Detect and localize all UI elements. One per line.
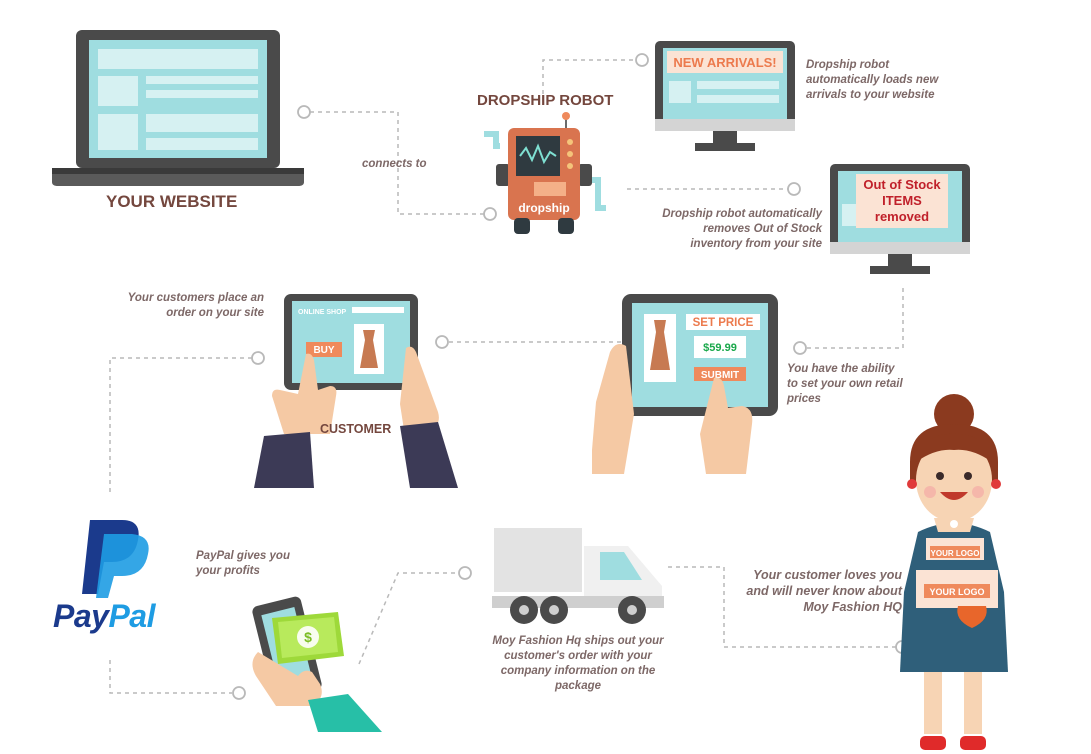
node-paypal: [232, 686, 246, 700]
website-title: YOUR WEBSITE: [106, 192, 238, 211]
robot-brand: dropship: [518, 201, 569, 215]
oos-line-3: removed: [875, 209, 929, 224]
node-robot: [483, 207, 497, 221]
node-customer: [251, 351, 265, 365]
svg-text:$: $: [304, 629, 312, 645]
customer-caption: Your customers place an order on your si…: [127, 292, 264, 319]
logo-box-top: YOUR LOGO: [931, 549, 980, 558]
pricing-tablet-illustration: SET PRICE $59.99 SUBMIT: [592, 294, 778, 474]
laptop-illustration: [52, 30, 304, 186]
customer-tablet-illustration: ONLINE SHOP BUY: [254, 294, 458, 488]
paypal-icon: [82, 520, 149, 598]
arrivals-caption: Dropship robot automatically loads new a…: [806, 59, 939, 101]
price-value: $59.99: [703, 342, 737, 354]
node-arrivals: [635, 53, 649, 67]
node-truck: [458, 566, 472, 580]
online-shop-label: ONLINE SHOP: [298, 309, 347, 316]
connects-label: connects to: [362, 158, 427, 170]
new-arrivals-text: NEW ARRIVALS!: [673, 55, 776, 70]
shipping-caption: Moy Fashion Hq ships out your customer's…: [492, 635, 664, 692]
paypal-logo-word: Pay: [53, 598, 109, 634]
truck-illustration: [492, 528, 664, 624]
node-price: [793, 341, 807, 355]
node-tablet-customer: [435, 335, 449, 349]
oos-line-2: ITEMS: [882, 193, 922, 208]
oos-line-1: Out of Stock: [863, 177, 941, 192]
set-price-label: SET PRICE: [693, 317, 754, 329]
paypal-logo-text: PayPal: [53, 598, 155, 635]
logo-box-bottom: YOUR LOGO: [929, 587, 984, 597]
node-oos: [787, 182, 801, 196]
happy-caption: Your customer loves you and will never k…: [746, 568, 902, 614]
oos-caption: Dropship robot automatically removes Out…: [662, 208, 822, 250]
monitor-out-of-stock: Out of Stock ITEMS removed: [830, 164, 970, 274]
robot-illustration: dropship: [484, 112, 606, 234]
robot-title: DROPSHIP ROBOT: [477, 92, 614, 109]
buy-button: BUY: [313, 345, 334, 356]
monitor-new-arrivals: NEW ARRIVALS!: [655, 41, 795, 151]
paypal-logo-word-end: Pal: [108, 598, 155, 634]
customer-label: CUSTOMER: [320, 422, 392, 436]
pricing-caption: You have the ability to set your own ret…: [787, 363, 903, 405]
submit-button: SUBMIT: [701, 370, 739, 381]
phone-money-illustration: $: [252, 596, 382, 732]
node-website: [297, 105, 311, 119]
paypal-caption: PayPal gives you your profits: [196, 550, 290, 577]
happy-customer-illustration: YOUR LOGO YOUR LOGO: [900, 394, 1008, 750]
